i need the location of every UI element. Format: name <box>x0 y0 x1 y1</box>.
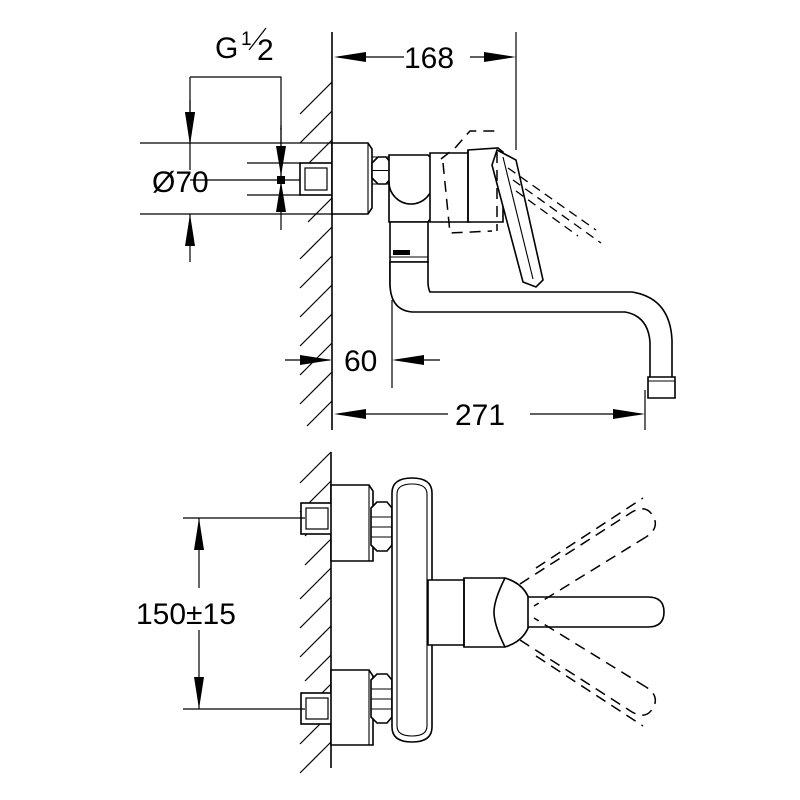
inlet-connector-inner <box>304 167 328 191</box>
dimension-60: 60 <box>285 300 440 388</box>
dimension-271: 271 <box>334 390 646 432</box>
dimension-168-arrowhead-left <box>334 52 366 62</box>
escutcheon-lower <box>391 477 433 743</box>
dimension-diameter-inner-arrow-bottom <box>276 181 286 212</box>
dimension-150-value: 150±15 <box>136 598 236 631</box>
escutcheon-plate-outer <box>391 477 433 743</box>
handle-swing-inner-outline <box>442 162 493 234</box>
lever-handle-horizontal <box>527 596 665 628</box>
dimension-168-value: 168 <box>404 42 454 75</box>
valve-housing <box>388 154 434 223</box>
cartridge-barrel-upper <box>429 147 504 223</box>
handle-swing-down-inner <box>535 655 644 727</box>
dimension-60-arrowhead-left <box>300 355 332 365</box>
handle-swing-dashed-upper <box>440 130 602 244</box>
lever-handle-upper <box>491 148 544 288</box>
body-barrel-lower <box>427 579 467 646</box>
lever-handle-lower <box>527 596 665 628</box>
dimension-diameter-arrowhead-top <box>185 112 195 143</box>
flange-bottom-body <box>330 669 374 746</box>
inlet-connector-top-lower <box>300 502 334 535</box>
handle-swing-down-return <box>533 617 647 688</box>
lever-handle-shape <box>491 148 544 288</box>
inlet-connector-top-inner <box>305 507 329 530</box>
escutcheon-body <box>331 142 373 215</box>
dimension-diameter-70: Ø70 <box>140 100 332 262</box>
body-cap-curve-lower <box>493 577 506 648</box>
handle-swing-up-inner <box>535 497 644 569</box>
dimension-thread-leader-left <box>190 76 282 130</box>
view-side-elevation <box>299 32 676 430</box>
lever-handle-highlight <box>502 156 534 280</box>
body-cap-lower <box>463 577 532 648</box>
mixer-body-lower <box>427 577 532 648</box>
riser-body <box>389 221 429 263</box>
hex-nut-bottom-lower <box>370 673 393 724</box>
dimension-271-arrowhead-right <box>613 409 645 419</box>
escutcheon-upper <box>331 142 373 215</box>
handle-swing-up-outline-b <box>440 147 456 160</box>
riser-marker-block <box>393 250 410 255</box>
inlet-connector-bottom-lower <box>300 692 334 725</box>
dimension-diameter-inner-arrow-top <box>276 146 286 176</box>
dimension-271-arrowhead-left <box>334 409 366 419</box>
dimension-150-arrowhead-bottom <box>194 677 204 709</box>
dimension-168-arrowhead-right <box>484 52 516 62</box>
dimension-168: 168 <box>334 32 517 150</box>
hex-nut-upper <box>371 156 392 185</box>
handle-swing-up-outline-a <box>454 130 498 149</box>
hex-nut-top-lower <box>370 501 393 552</box>
escutcheon-plate-inner <box>396 483 428 737</box>
flange-top-body <box>330 484 374 562</box>
handle-swing-ray-1 <box>507 167 597 231</box>
dimension-thread-subscript: 2 <box>257 34 274 67</box>
dimensions-upper: G 1 2 Ø70 <box>140 27 646 432</box>
flange-bottom-lower <box>330 669 374 746</box>
dimension-60-value: 60 <box>344 345 377 378</box>
spout-outline <box>389 261 673 381</box>
dimension-150-arrowhead-top <box>194 518 204 550</box>
flange-top-lower <box>330 484 374 562</box>
dimension-60-arrowhead-right <box>392 355 424 365</box>
dimension-thread-superscript: 1 <box>241 29 252 50</box>
mixer-body-upper <box>388 154 434 223</box>
handle-swing-ray-3 <box>515 190 579 237</box>
spout-aerator <box>647 376 676 399</box>
spout-upper <box>389 261 676 399</box>
handle-swing-ray-2 <box>512 179 602 244</box>
dimension-diameter-value: Ø70 <box>152 166 209 199</box>
dimension-thread-fraction-bar <box>248 27 267 51</box>
inlet-union-upper <box>299 162 333 196</box>
cartridge-barrel <box>429 152 471 223</box>
dimension-diameter-arrowhead-bottom <box>185 214 195 246</box>
inlet-connector-bottom-inner <box>305 697 329 720</box>
view-bottom-plan <box>299 451 665 774</box>
dimension-271-value: 271 <box>455 399 505 432</box>
dimension-150-tolerance: 150±15 <box>136 517 305 710</box>
handle-swing-dashed-lower <box>519 497 657 727</box>
handle-swing-up-return <box>533 536 647 607</box>
dimension-thread-value: G <box>215 32 238 65</box>
